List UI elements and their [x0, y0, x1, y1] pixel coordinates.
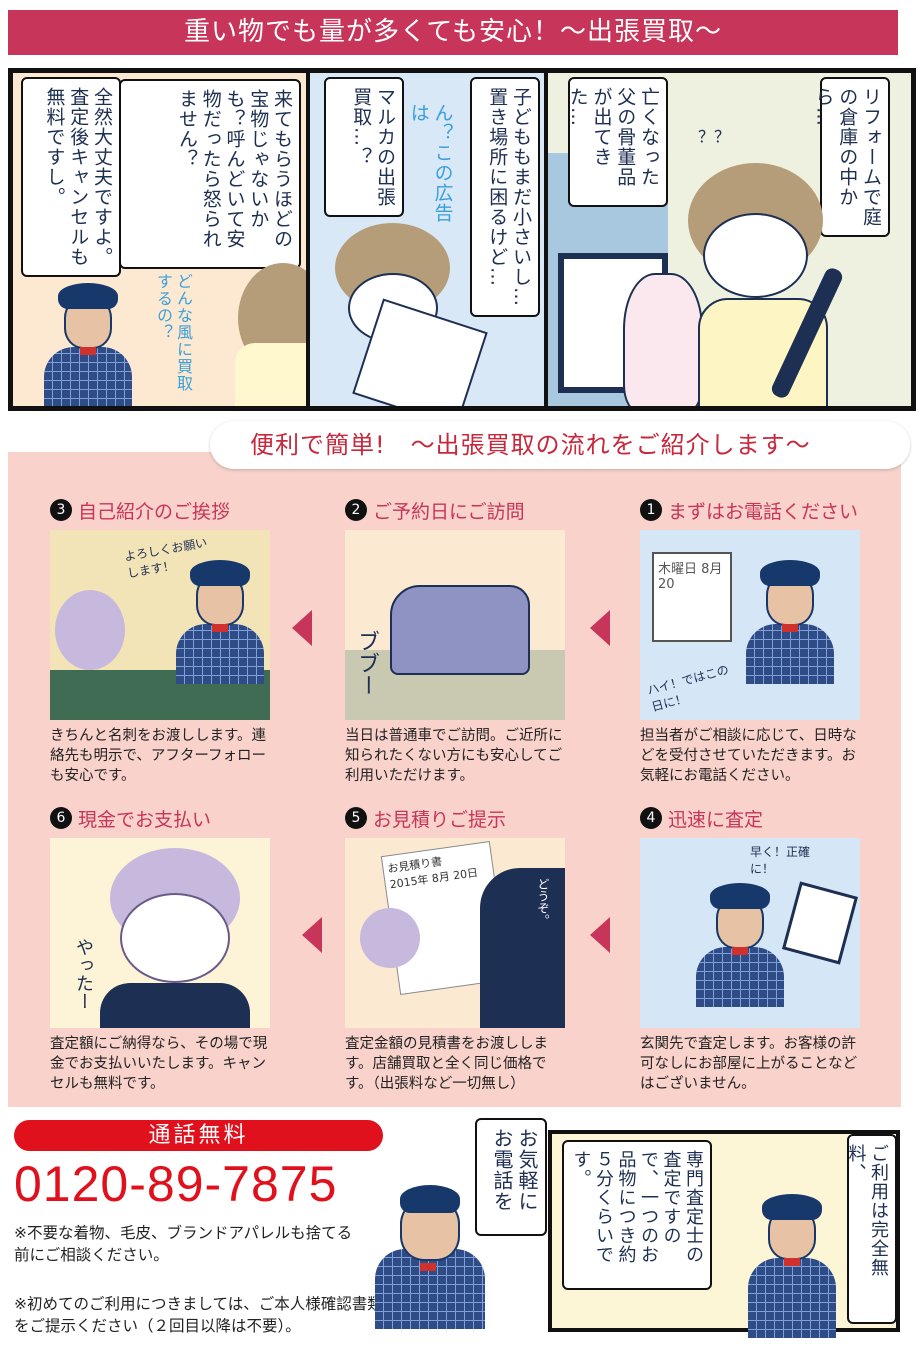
photo-frame-illustration	[781, 881, 859, 965]
manga-strip: 来てもらうほどの宝物じゃないかも？呼んどいて安物だったら怒られません？ どんな風…	[8, 68, 916, 411]
note-items: ※不要な着物、毛皮、ブランドアパレルも捨てる前にご相談ください。	[14, 1224, 353, 1264]
step-number: 6	[50, 807, 72, 829]
confused-mark: ？？	[698, 127, 731, 146]
banner-title: 重い物でも量が多くても安心！～出張買取～	[8, 10, 898, 55]
note-id: ※初めてのご利用につきましては、ご本人様確認書類をご提示ください（２回目以降は不…	[14, 1295, 383, 1335]
step-description: 玄関先で査定します。お客様の許可なしにお部屋に上がることなどはございません。	[640, 1036, 858, 1092]
speech-bubble: ご利用は完全無料、	[846, 1134, 897, 1324]
vase-illustration	[623, 273, 703, 406]
arrow-left-icon	[590, 917, 610, 953]
customer-illustration	[55, 590, 125, 670]
speech-bubble: 子どももまだ小さいし…置き場所に困るけど…	[470, 77, 540, 317]
step-6: 6 現金でお支払い やったー 査定額にご納得なら、その場で現金でお支払いいたします…	[50, 806, 275, 1094]
speech-bubble: 専門査定士の査定ですので、一つのお品物につき約５分くらいです。	[562, 1140, 712, 1290]
step-description: 当日は普通車でご訪問。ご近所に知られたくない方にも安心してご利用いただけます。	[345, 728, 563, 784]
step-3: 3 自己紹介のご挨拶 よろしくお願いします！ きちんと名刺をお渡しします。連絡先も…	[50, 498, 275, 786]
step-title: 自己紹介のご挨拶	[78, 500, 231, 523]
step-number: 2	[345, 499, 367, 521]
step-title: 現金でお支払い	[78, 808, 212, 831]
step-4: 4 迅速に査定 早く！正確に！ 玄関先で査定します。お客様の許可なしにお部屋に上が…	[640, 806, 865, 1094]
step-illustration: 早く！正確に！	[640, 838, 860, 1028]
speech-bubble: お気軽にお電話を	[475, 1118, 547, 1236]
calendar-icon: 木曜日 8月 20	[652, 552, 732, 642]
step-title: ご予約日にご訪問	[373, 500, 525, 523]
step-number: 1	[640, 499, 662, 521]
step-illustration: ブブー	[345, 530, 565, 720]
step-illustration: 木曜日 8月 20 ハイ！ではこの日に！	[640, 530, 860, 720]
step-illustration: やったー	[50, 838, 270, 1028]
thought-text: どんな風に買取するの？	[154, 273, 193, 392]
step-2: 2 ご予約日にご訪問 ブブー 当日は普通車でご訪問。ご近所に知られたくない方にも安…	[345, 498, 570, 786]
flow-heading: 便利で簡単! ～出張買取の流れをご紹介します～	[210, 421, 910, 469]
speech-bubble: マルカの出張買取…？	[324, 77, 404, 217]
step-description: きちんと名刺をお渡しします。連絡先も明示で、アフターフォローも安心です。	[50, 728, 267, 784]
speech-bubble: 亡くなった父の骨董品が出てきた…	[567, 77, 668, 207]
manga-panel-3: 来てもらうほどの宝物じゃないかも？呼んどいて安物だったら怒られません？ どんな風…	[13, 73, 306, 406]
arrow-left-icon	[302, 917, 322, 953]
happy-customer-illustration	[120, 893, 230, 983]
step-number: 5	[345, 807, 367, 829]
speech-bubble: 来てもらうほどの宝物じゃないかも？呼んどいて安物だったら怒られません？	[119, 79, 301, 269]
van-illustration	[390, 585, 530, 675]
step-title: 迅速に査定	[668, 808, 764, 831]
step-description: 査定額にご納得なら、その場で現金でお支払いいたします。キャンセルも無料です。	[50, 1036, 268, 1092]
step-number: 4	[640, 807, 662, 829]
step-illustration: よろしくお願いします！	[50, 530, 270, 720]
arrow-left-icon	[590, 610, 610, 646]
bottom-manga-panel: 専門査定士の査定ですので、一つのお品物につき約５分くらいです。 ご利用は完全無料…	[548, 1130, 900, 1338]
step-number: 3	[50, 499, 72, 521]
speech-bubble: リフォームで庭の倉庫の中から…	[813, 77, 890, 237]
appraiser-back-illustration	[480, 868, 565, 1028]
step-1: 1 まずはお電話ください 木曜日 8月 20 ハイ！ではこの日に！ 担当者がご相談…	[640, 498, 865, 786]
step-title: お見積りご提示	[373, 808, 507, 831]
manga-panel-1: リフォームで庭の倉庫の中から… 亡くなった父の骨董品が出てきた… ？？	[548, 73, 911, 406]
arrow-left-icon	[292, 610, 312, 646]
manga-panel-2: 子どももまだ小さいし…置き場所に困るけど… マルカの出張買取…？ ん？この広告は	[310, 73, 544, 406]
step-title: まずはお電話ください	[668, 500, 859, 523]
phone-number[interactable]: 0120-89-7875	[14, 1156, 338, 1212]
step-description: 査定金額の見積書をお渡しします。店舗買取と全く同じ価格です。（出張料など一切無し…	[345, 1036, 548, 1092]
free-call-label: 通話無料	[14, 1120, 383, 1151]
thought-text: ん？この広告は	[407, 103, 454, 223]
step-description: 担当者がご相談に応じて、日時などを受付させていただきます。お気軽にお電話ください…	[640, 728, 857, 784]
speech-bubble: 全然大丈夫ですよ。査定後キャンセルも無料ですし。	[21, 77, 121, 277]
